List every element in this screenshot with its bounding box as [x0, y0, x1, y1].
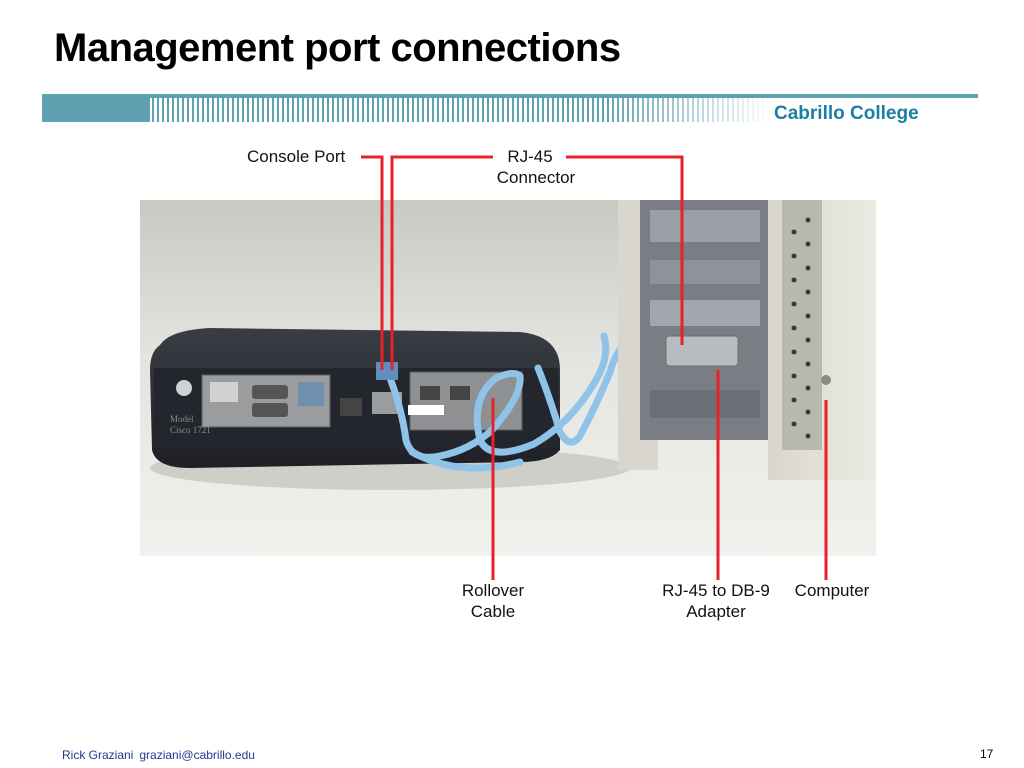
router: Model Cisco 1721: [150, 328, 560, 468]
callout-rollover-line1: Rollover: [461, 581, 525, 600]
slide-title: Management port connections: [54, 26, 621, 70]
callout-rj45-line2: Connector: [496, 168, 576, 187]
header-decorative-bar: [42, 94, 978, 122]
footer-author: Rick Graziani: [62, 748, 134, 762]
callout-rj45-line1: RJ-45: [507, 147, 553, 166]
computer-case: [618, 200, 876, 480]
footer-author-block: Rick Graziani graziani@cabrillo.edu: [62, 748, 255, 762]
callout-adapter-line2: Adapter: [686, 602, 746, 621]
callout-rollover-line2: Cable: [470, 602, 516, 621]
rj45-connector-plug: [376, 362, 398, 380]
router-to-computer-photo: Model Cisco 1721: [140, 200, 876, 556]
db9-adapter-shape: [665, 335, 739, 367]
callout-console-port: Console Port: [247, 147, 346, 166]
brand-wordmark: Cabrillo College: [774, 103, 919, 124]
callout-computer: Computer: [794, 581, 870, 600]
rollover-cable: [386, 332, 672, 472]
page-number: 17: [980, 747, 994, 761]
footer-email: graziani@cabrillo.edu: [139, 748, 255, 762]
callout-adapter-line1: RJ-45 to DB-9: [662, 581, 770, 600]
router-model-label: Model: [170, 414, 194, 424]
router-model-name: Cisco 1721: [170, 425, 211, 435]
